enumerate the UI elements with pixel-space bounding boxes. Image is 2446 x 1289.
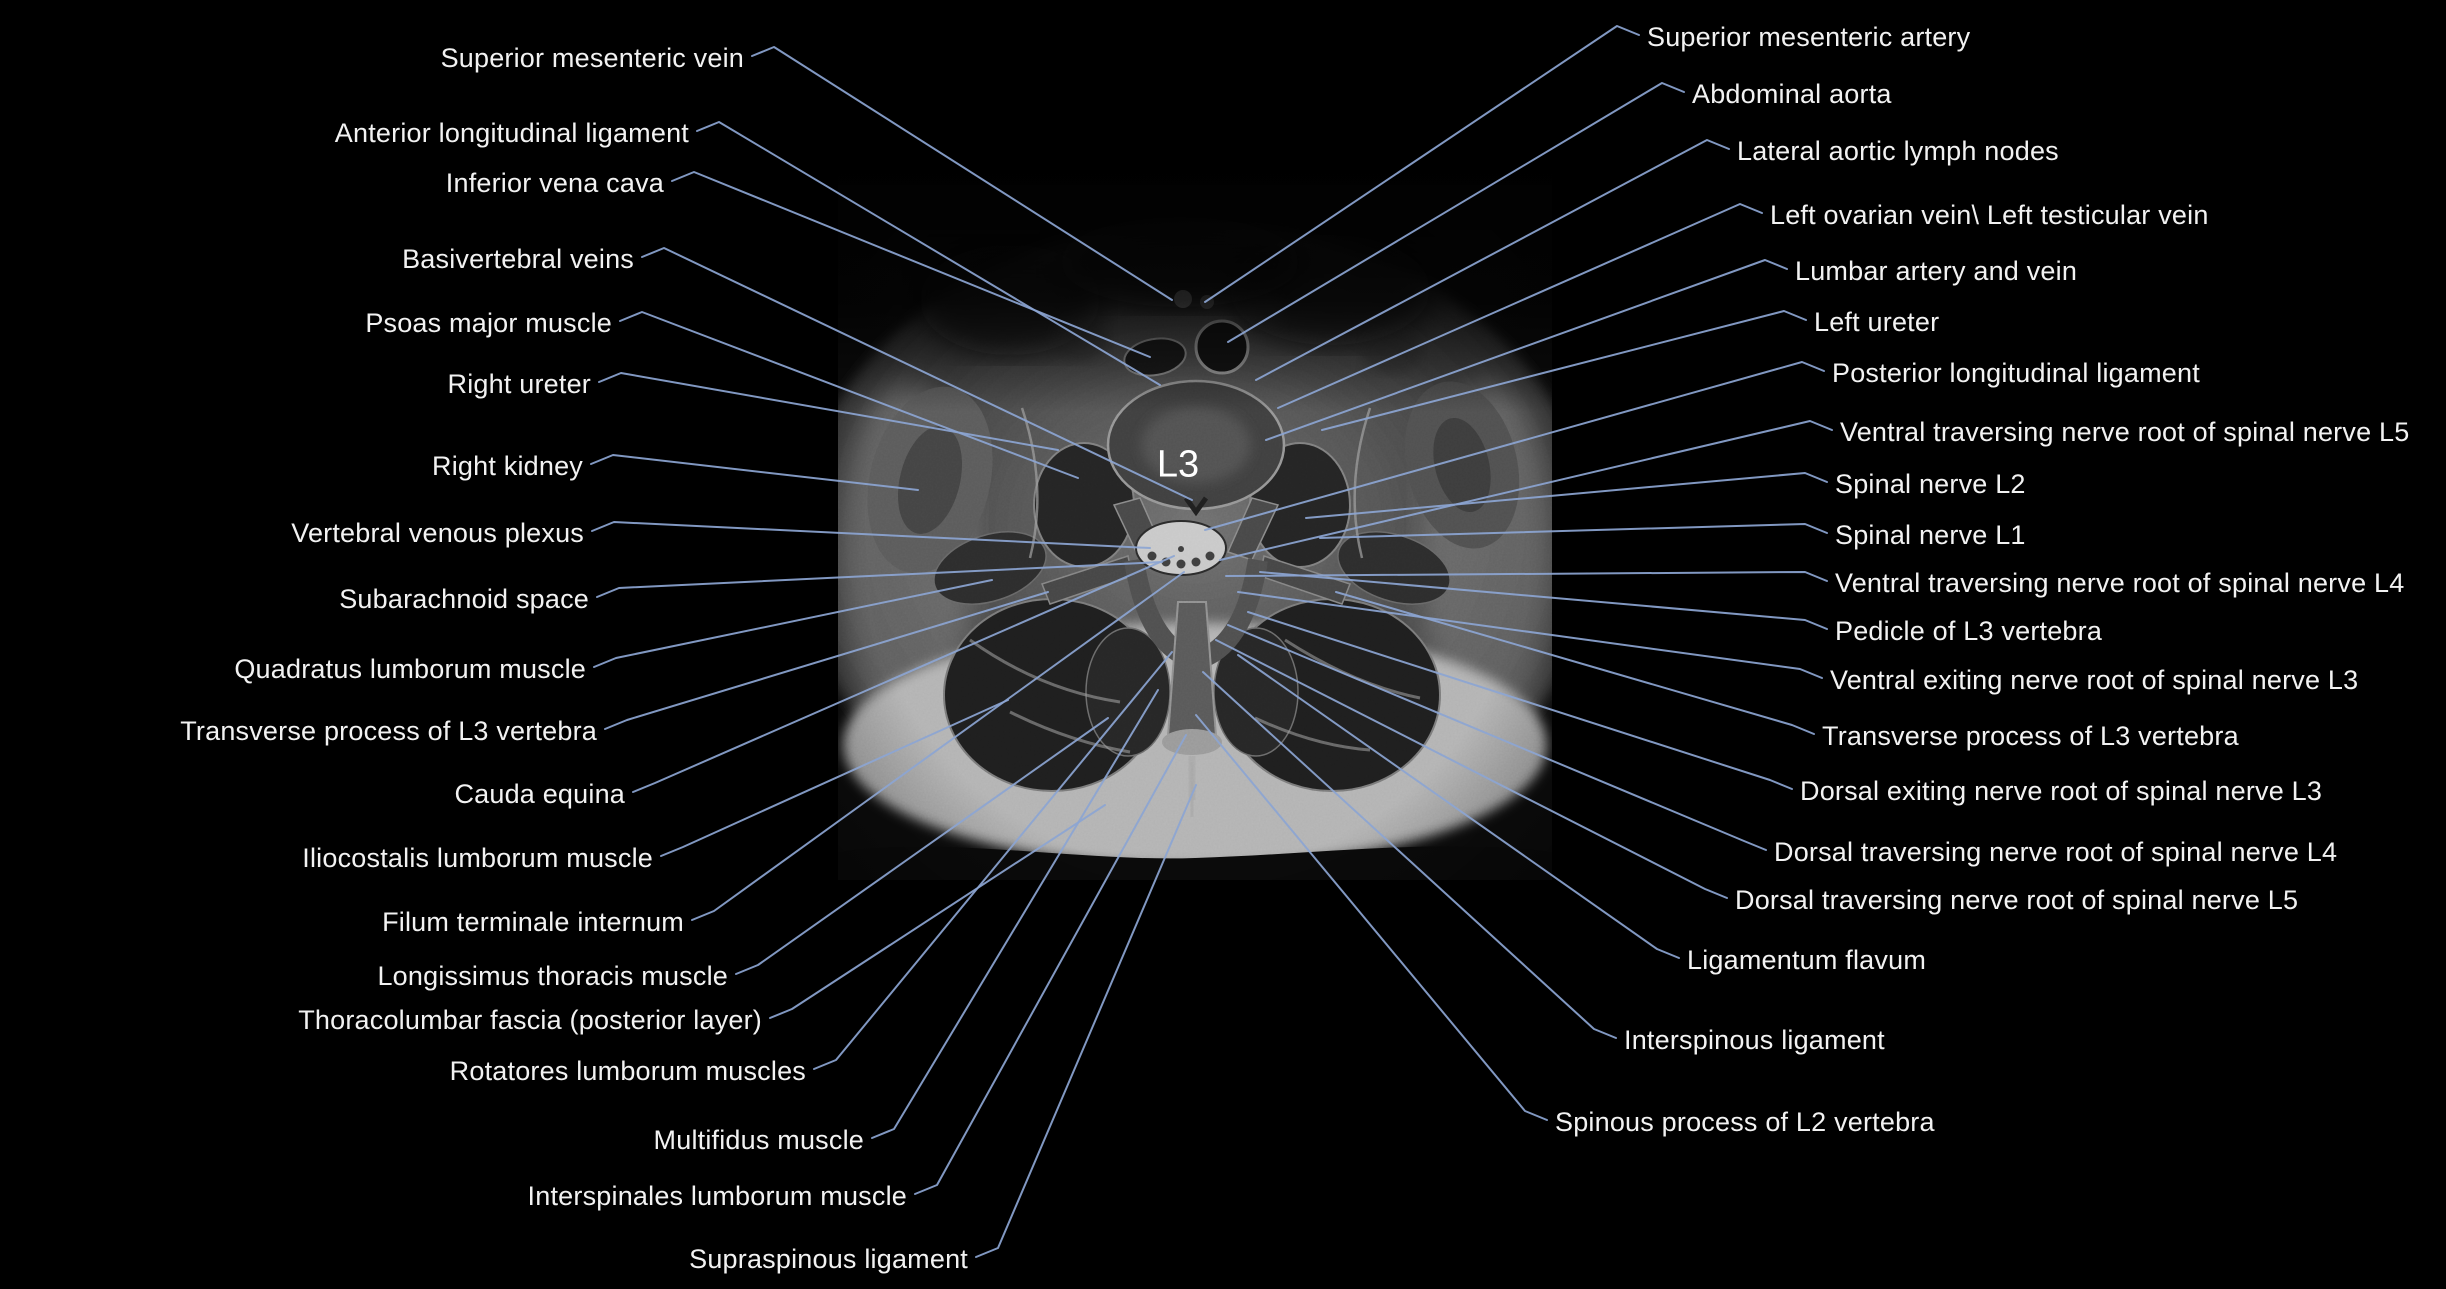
leader-line — [1215, 639, 1728, 899]
anatomy-label-left-9: Quadratus lumborum muscle — [234, 654, 586, 684]
leader-line — [1265, 259, 1788, 441]
anatomy-label-left-3: Basivertebral veins — [402, 244, 634, 274]
leader-line — [1227, 82, 1685, 343]
anatomy-label-left-6: Right kidney — [432, 451, 583, 481]
mri-grain — [838, 162, 1552, 880]
anatomy-label-right-4: Lumbar artery and vein — [1795, 256, 2078, 286]
leader-line — [735, 717, 1109, 975]
anatomy-label-left-8: Subarachnoid space — [339, 584, 589, 614]
leader-line — [1195, 714, 1548, 1121]
leader-line — [1335, 591, 1815, 735]
anatomy-label-right-16: Dorsal traversing nerve root of spinal n… — [1735, 885, 2299, 915]
leader-line — [660, 699, 1009, 857]
leader-line — [1204, 25, 1640, 303]
anatomy-label-right-12: Ventral exiting nerve root of spinal ner… — [1830, 665, 2359, 695]
leader-line — [593, 579, 993, 668]
leader-line — [619, 311, 1079, 479]
leader-line — [598, 372, 1059, 451]
anatomy-label-right-5: Left ureter — [1814, 307, 1940, 337]
anatomy-label-left-12: Iliocostalis lumborum muscle — [302, 843, 653, 873]
anatomy-label-left-19: Supraspinous ligament — [689, 1244, 968, 1274]
leader-line — [1255, 139, 1730, 381]
anatomy-label-left-11: Cauda equina — [454, 779, 625, 809]
mri-scan-area — [838, 162, 1552, 880]
anatomy-label-left-0: Superior mesenteric vein — [440, 43, 744, 73]
anatomy-label-right-3: Left ovarian vein\ Left testicular vein — [1770, 200, 2209, 230]
leader-line — [696, 121, 1161, 386]
anatomy-label-left-17: Multifidus muscle — [653, 1125, 864, 1155]
leader-line — [1319, 523, 1828, 539]
leader-line — [1204, 361, 1825, 531]
anatomy-label-right-1: Abdominal aorta — [1692, 79, 1892, 109]
vertebra-l3-label: L3 — [1156, 443, 1200, 486]
leader-line — [641, 247, 1193, 501]
leader-line — [1219, 420, 1833, 561]
anatomy-label-left-13: Filum terminale internum — [382, 907, 684, 937]
anatomy-label-right-18: Interspinous ligament — [1624, 1025, 1885, 1055]
anatomy-label-right-14: Dorsal exiting nerve root of spinal nerv… — [1800, 776, 2323, 806]
anatomy-label-right-17: Ligamentum flavum — [1687, 945, 1927, 975]
leader-line — [914, 734, 1187, 1195]
leader-line — [1321, 310, 1807, 431]
anatomy-label-right-19: Spinous process of L2 vertebra — [1555, 1107, 1935, 1137]
leader-line — [769, 804, 1106, 1019]
leader-line — [975, 784, 1197, 1258]
leader-line — [871, 689, 1159, 1139]
anatomy-label-right-2: Lateral aortic lymph nodes — [1737, 136, 2059, 166]
anatomy-label-right-9: Spinal nerve L1 — [1835, 520, 2026, 550]
leader-line — [1277, 203, 1763, 409]
anatomy-label-right-6: Posterior longitudinal ligament — [1832, 358, 2200, 388]
anatomy-label-right-13: Transverse process of L3 vertebra — [1822, 721, 2239, 751]
leader-line — [1225, 571, 1828, 582]
leader-line — [591, 521, 1151, 549]
anatomy-label-left-16: Rotatores lumborum muscles — [449, 1056, 806, 1086]
leader-line — [813, 651, 1173, 1070]
anatomy-label-left-4: Psoas major muscle — [365, 308, 612, 338]
leader-line — [1247, 611, 1793, 790]
leader-line — [1202, 671, 1617, 1039]
leader-line — [691, 571, 1185, 921]
anatomy-label-right-7: Ventral traversing nerve root of spinal … — [1840, 417, 2410, 447]
leader-line — [1237, 654, 1680, 959]
anatomy-label-right-15: Dorsal traversing nerve root of spinal n… — [1774, 837, 2338, 867]
anatomy-label-left-15: Thoracolumbar fascia (posterior layer) — [298, 1005, 762, 1035]
anatomy-label-right-0: Superior mesenteric artery — [1647, 22, 1971, 52]
leader-line — [671, 171, 1151, 358]
anatomy-label-right-11: Pedicle of L3 vertebra — [1835, 616, 2103, 646]
leader-line — [1259, 571, 1828, 630]
anatomy-label-right-10: Ventral traversing nerve root of spinal … — [1835, 568, 2405, 598]
leader-line — [604, 591, 1049, 730]
leader-line — [751, 46, 1173, 301]
anatomy-label-left-7: Vertebral venous plexus — [291, 518, 584, 548]
leader-line — [1305, 472, 1828, 519]
anatomy-label-left-1: Anterior longitudinal ligament — [334, 118, 689, 148]
anatomy-label-left-2: Inferior vena cava — [445, 168, 664, 198]
anatomy-label-left-5: Right ureter — [447, 369, 591, 399]
leader-line — [596, 561, 1163, 598]
anatomy-label-left-18: Interspinales lumborum muscle — [527, 1181, 907, 1211]
leader-line — [632, 555, 1175, 793]
leader-lines-layer — [590, 25, 1833, 1258]
leader-line — [590, 454, 919, 491]
leader-line — [1227, 624, 1767, 851]
anatomy-label-left-10: Transverse process of L3 vertebra — [180, 716, 597, 746]
anatomy-label-left-14: Longissimus thoracis muscle — [377, 961, 728, 991]
anatomy-label-right-8: Spinal nerve L2 — [1835, 469, 2026, 499]
